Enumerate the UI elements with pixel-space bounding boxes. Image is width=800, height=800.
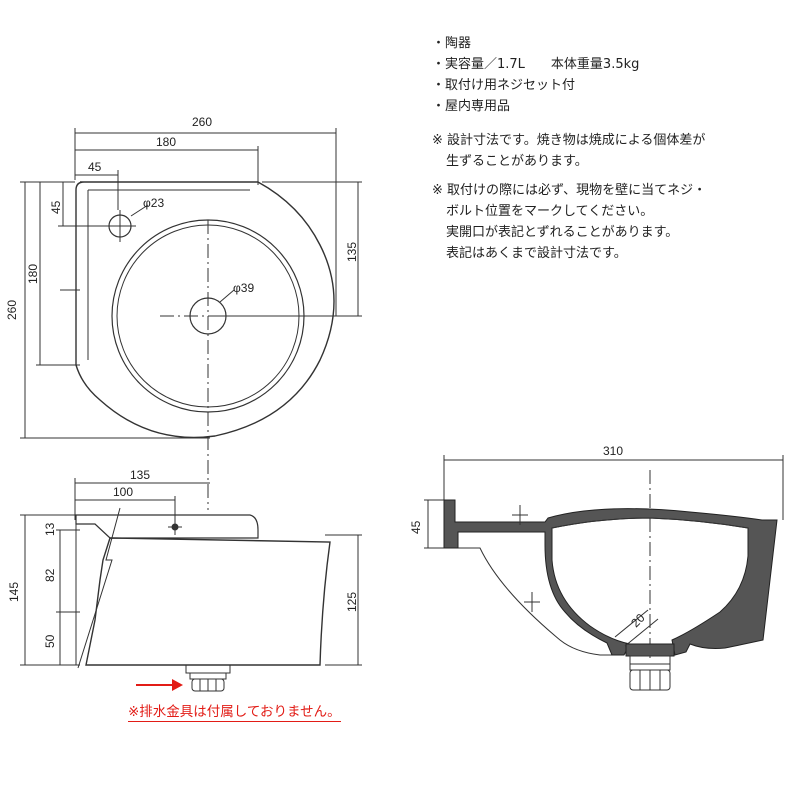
remark-design-dimensions: ※ 設計寸法です。焼き物は焼成による個体差が 生ずることがあります。 <box>432 130 705 172</box>
remark1-line2: 生ずることがあります。 <box>446 154 588 169</box>
spec-material: ・陶器 <box>432 36 472 51</box>
dim-45-width: 45 <box>88 160 102 174</box>
front-view <box>20 478 362 692</box>
dim-45-height: 45 <box>49 200 63 214</box>
spec-capacity: ・実容量／1.7L 本体重量3.5kg <box>432 57 640 72</box>
spec-screw-set: ・取付け用ネジセット付 <box>432 78 576 93</box>
dim-180-width: 180 <box>156 135 176 149</box>
dim-phi39: φ39 <box>233 281 254 295</box>
dim-phi23: φ23 <box>143 196 164 210</box>
dim-45-section: 45 <box>409 520 423 534</box>
remark-installation: ※ 取付けの際には必ず、現物を壁に当てネジ・ ボルト位置をマークしてください。 … <box>432 180 706 264</box>
dim-145: 145 <box>7 582 21 602</box>
front-view-labels: 135 100 13 82 50 145 125 <box>7 468 359 648</box>
dim-135-height: 135 <box>345 242 359 262</box>
dim-260-height: 260 <box>5 300 19 320</box>
plan-view <box>20 128 362 510</box>
remark2-line2: ボルト位置をマークしてください。 <box>446 204 654 219</box>
remark1-line1: ※ 設計寸法です。焼き物は焼成による個体差が <box>432 133 706 148</box>
plan-view-labels: 260 180 45 φ23 φ39 45 180 260 135 <box>5 115 359 320</box>
dim-125: 125 <box>345 592 359 612</box>
red-arrow-icon <box>136 679 183 691</box>
remark2-line4: 表記はあくまで設計寸法です。 <box>446 246 627 261</box>
dim-180-height: 180 <box>26 264 40 284</box>
section-view <box>424 455 784 691</box>
dim-50: 50 <box>43 634 57 648</box>
dim-310: 310 <box>603 444 623 458</box>
dim-13: 13 <box>43 522 57 536</box>
dim-100-front: 100 <box>113 485 133 499</box>
dim-20: 20 <box>628 611 648 631</box>
remark2-line3: 実開口が表記とずれることがあります。 <box>446 225 679 240</box>
spec-list: ・陶器 ・実容量／1.7L 本体重量3.5kg ・取付け用ネジセット付 ・屋内専… <box>432 33 639 117</box>
dim-260-width: 260 <box>192 115 212 129</box>
remark2-line1: ※ 取付けの際には必ず、現物を壁に当てネジ・ <box>432 183 707 198</box>
spec-indoor: ・屋内専用品 <box>432 99 511 114</box>
drain-not-included-warning: ※排水金具は付属しておりません。 <box>128 704 341 722</box>
dim-135-front: 135 <box>130 468 150 482</box>
dim-82: 82 <box>43 568 57 582</box>
section-view-labels: 310 45 20 <box>409 444 648 630</box>
